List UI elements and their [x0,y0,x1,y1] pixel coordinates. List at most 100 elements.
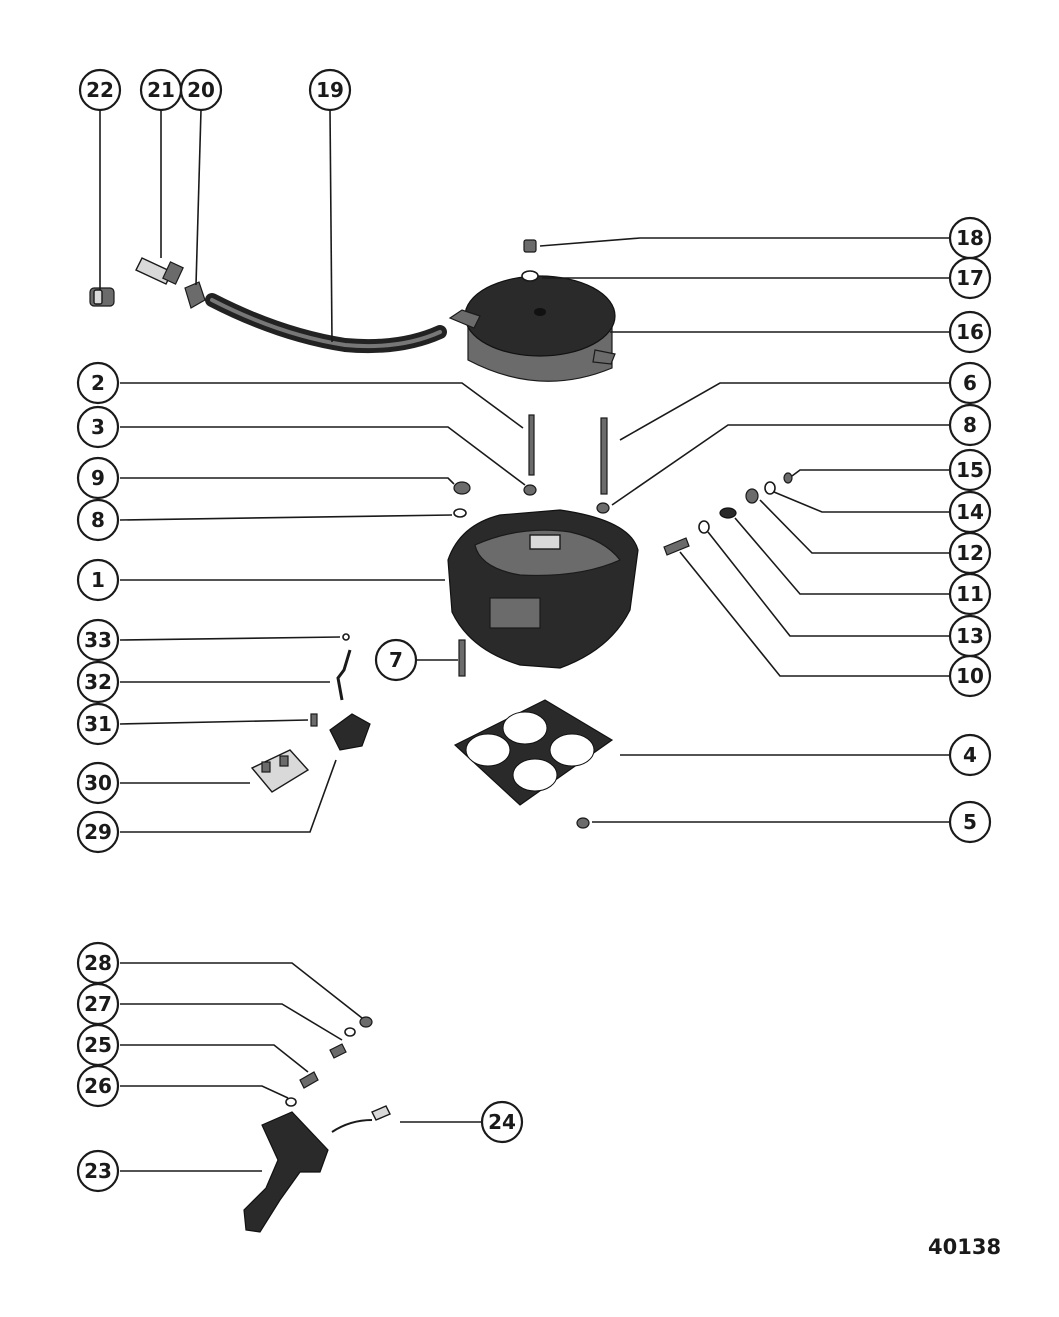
svg-text:19: 19 [316,78,344,102]
callout-33: 33 [76,618,120,662]
callout-19: 19 [308,68,352,112]
nut-part [359,1016,373,1028]
pin-part [342,633,350,641]
svg-text:8: 8 [91,508,105,532]
callout-30: 30 [76,761,120,805]
svg-text:16: 16 [956,320,984,344]
washer-part [344,1027,356,1037]
svg-text:5: 5 [963,810,977,834]
svg-text:24: 24 [488,1110,516,1134]
callout-23: 23 [76,1149,120,1193]
callout-3: 3 [76,405,120,449]
svg-text:23: 23 [84,1159,112,1183]
throttle-lever-part [243,1111,329,1233]
callout-8-right: 8 [948,403,992,447]
gasket-part [453,699,614,806]
stud-part [299,1071,319,1089]
spacer-part [329,1043,347,1059]
svg-text:26: 26 [84,1074,112,1098]
callout-15: 15 [948,448,992,492]
nut-part [453,481,471,495]
callout-6: 6 [948,361,992,405]
carburetor-part [447,509,639,669]
callout-5: 5 [948,800,992,844]
svg-text:31: 31 [84,712,112,736]
svg-text:11: 11 [956,582,984,606]
rod-end-part [371,1105,391,1121]
svg-text:28: 28 [84,951,112,975]
svg-text:10: 10 [956,664,984,688]
callout-27: 27 [76,982,120,1026]
nut-part [523,239,537,253]
svg-text:15: 15 [956,458,984,482]
leader-lines [99,109,950,1172]
svg-text:2: 2 [91,371,105,395]
svg-text:13: 13 [956,624,984,648]
callout-17: 17 [948,256,992,300]
svg-text:1: 1 [91,568,105,592]
callout-13: 13 [948,614,992,658]
nut-part [576,817,590,829]
svg-text:22: 22 [86,78,114,102]
choke-thermostat-part [250,749,310,793]
washer-part [521,270,539,282]
svg-text:33: 33 [84,628,112,652]
svg-text:18: 18 [956,226,984,250]
callout-32: 32 [76,660,120,704]
callout-29: 29 [76,810,120,854]
svg-text:21: 21 [147,78,175,102]
washer-part [453,508,467,518]
callout-21: 21 [139,68,183,112]
choke-housing-part [329,713,371,751]
washer-part [523,484,537,496]
callout-1: 1 [76,558,120,602]
svg-text:30: 30 [84,771,112,795]
callout-11: 11 [948,572,992,616]
svg-text:8: 8 [963,413,977,437]
fuel-vent-hose-part [205,293,447,354]
choke-rod-part [336,649,352,701]
svg-text:29: 29 [84,820,112,844]
callout-20: 20 [179,68,223,112]
stud-part [458,639,466,677]
svg-text:14: 14 [956,500,984,524]
cap-part [89,287,115,307]
callout-28: 28 [76,941,120,985]
svg-text:6: 6 [963,371,977,395]
screw-part [528,414,535,476]
callout-18: 18 [948,216,992,260]
callout-14: 14 [948,490,992,534]
idle-screw-assembly [663,472,793,556]
callout-26: 26 [76,1064,120,1108]
washer-part [596,502,610,514]
washer-part [285,1097,297,1107]
callout-31: 31 [76,702,120,746]
callout-2: 2 [76,361,120,405]
clamp-part [184,281,206,309]
svg-text:25: 25 [84,1033,112,1057]
callout-10: 10 [948,654,992,698]
callout-7: 7 [374,638,418,682]
svg-text:32: 32 [84,670,112,694]
svg-text:4: 4 [963,743,977,767]
flame-arrestor-part [448,275,616,382]
svg-text:9: 9 [91,466,105,490]
svg-text:20: 20 [187,78,215,102]
svg-text:7: 7 [389,648,403,672]
figure-number: 40138 [928,1235,1002,1259]
callout-22: 22 [78,68,122,112]
svg-text:17: 17 [956,266,984,290]
callout-24: 24 [480,1100,524,1144]
callout-4: 4 [948,733,992,777]
callout-12: 12 [948,531,992,575]
stud-part [600,417,608,495]
callout-25: 25 [76,1023,120,1067]
svg-text:27: 27 [84,992,112,1016]
callout-16: 16 [948,310,992,354]
screw-part [310,713,318,727]
fitting-part [135,257,184,285]
callout-8-left: 8 [76,498,120,542]
callout-9: 9 [76,456,120,500]
svg-text:3: 3 [91,415,105,439]
